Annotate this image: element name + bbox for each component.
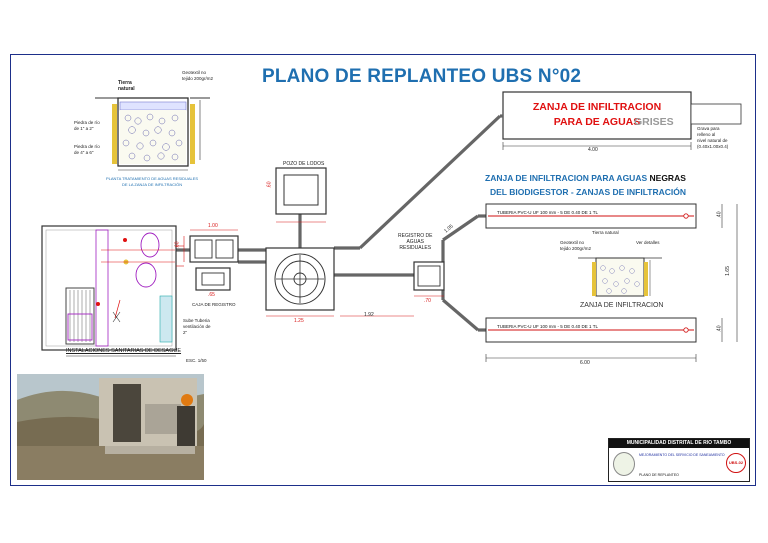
registro-dim-w: .70 [424, 298, 431, 304]
page-title: PLANO DE REPLANTEO UBS N°02 [262, 66, 582, 87]
infiltration-dim-top: .40 [716, 211, 723, 219]
biodigestor [265, 247, 414, 317]
black-water-heading-line1: ZANJA DE INFILTRACION PARA AGUAS [485, 173, 648, 183]
infiltration-dim-width: 6.00 [580, 360, 590, 366]
detail-tierra-natural: Tierra natural [118, 80, 135, 92]
pozo-lodos-dim: .60 [266, 181, 273, 189]
pozo-lodos [275, 167, 327, 223]
black-water-heading: ZANJA DE INFILTRACION PARA AGUAS NEGRAS [485, 173, 686, 183]
title-block: MUNICIPALIDAD DISTRITAL DE RIO TAMBO MEJ… [608, 438, 750, 482]
sanitary-note: Sube Tuberia ventilación de 2" [183, 318, 211, 335]
pipe-label-bottom: TUBERIA PVC-U UF 100 mm - 5 DE 0.40 DE 1… [497, 324, 598, 329]
tb-code: UBS-02 [726, 453, 746, 473]
infiltration-dim-bottom: .40 [716, 325, 723, 333]
caja-registro-label: CAJA DE REGISTRO [192, 302, 236, 307]
caja-registro-dim-top: 1.00 [208, 223, 218, 229]
trench-section-detail [95, 97, 210, 171]
caja-registro-dim-side: .60 [174, 241, 181, 249]
pozo-lodos-label: POZO DE LODOS [283, 161, 325, 167]
caja-registro-dim-bottom: .65 [208, 292, 215, 298]
ver-detalles-label: Ver detalles [636, 240, 660, 245]
grey-trench-dim: 4.00 [588, 147, 598, 153]
detail-geotextil: Geotextil no tejido 200gr/m2 [182, 70, 214, 81]
registro-label: REGISTRO DE AGUAS RESIDUALES [398, 233, 433, 251]
grey-trench-label-grey: GRISES [634, 116, 674, 128]
tb-project: MEJORAMIENTO DEL SERVICIO DE SANEAMIENTO [639, 453, 725, 457]
pipe-label-top: TUBERIA PVC-U UF 100 mm - 5 DE 0.40 DE 1… [497, 210, 598, 215]
infiltration-dim-height: 1.65 [724, 266, 731, 276]
black-water-heading-word: NEGRAS [649, 173, 686, 183]
detail-piedra-2: Piedra de río de 4" a 6" [74, 144, 100, 155]
detail-caption: PLANTA TRATAMIENTO DE AGUAS RESIDUALES D… [106, 176, 199, 187]
grey-trench-note: Grava para relleno al nivel natural de (… [697, 126, 729, 149]
biodigestor-dim: 1.25 [294, 318, 304, 324]
sanitary-room [41, 225, 184, 357]
black-water-heading-line2: DEL BIODIGESTOR - ZANJAS DE INFILTRACIÓN [490, 187, 686, 197]
site-photo [17, 374, 204, 480]
infiltration-section-label: ZANJA DE INFILTRACION [580, 302, 664, 309]
sanitary-label: INSTALACIONES SANITARIAS DE DESAGUE [66, 348, 182, 354]
municipal-seal-icon [613, 452, 635, 476]
tb-municipality: MUNICIPALIDAD DISTRITAL DE RIO TAMBO [609, 439, 749, 448]
pipe-dim: 1.92 [364, 312, 374, 318]
grey-trench-label: ZANJA DE INFILTRACION PARA DE AGUAS GRIS… [520, 100, 674, 130]
detail-piedra-1: Piedra de río de 1" a 2" [74, 120, 100, 131]
caja-registro [183, 229, 239, 291]
drawing-frame [10, 54, 756, 486]
pipes [175, 114, 503, 332]
tierra-natural-label: Tierra natural [592, 230, 619, 235]
grey-trench-label-red: ZANJA DE INFILTRACION PARA DE AGUAS [532, 101, 662, 128]
tb-sheet: PLANO DE REPLANTEO [639, 473, 679, 477]
sanitary-scale: ESC. 1/50 [186, 358, 207, 363]
infiltration-zone [485, 203, 738, 362]
grey-water-trench [502, 91, 742, 150]
registro [413, 261, 445, 297]
geotextil-label: Geotextil no tejido 200gr/m2 [560, 240, 592, 251]
